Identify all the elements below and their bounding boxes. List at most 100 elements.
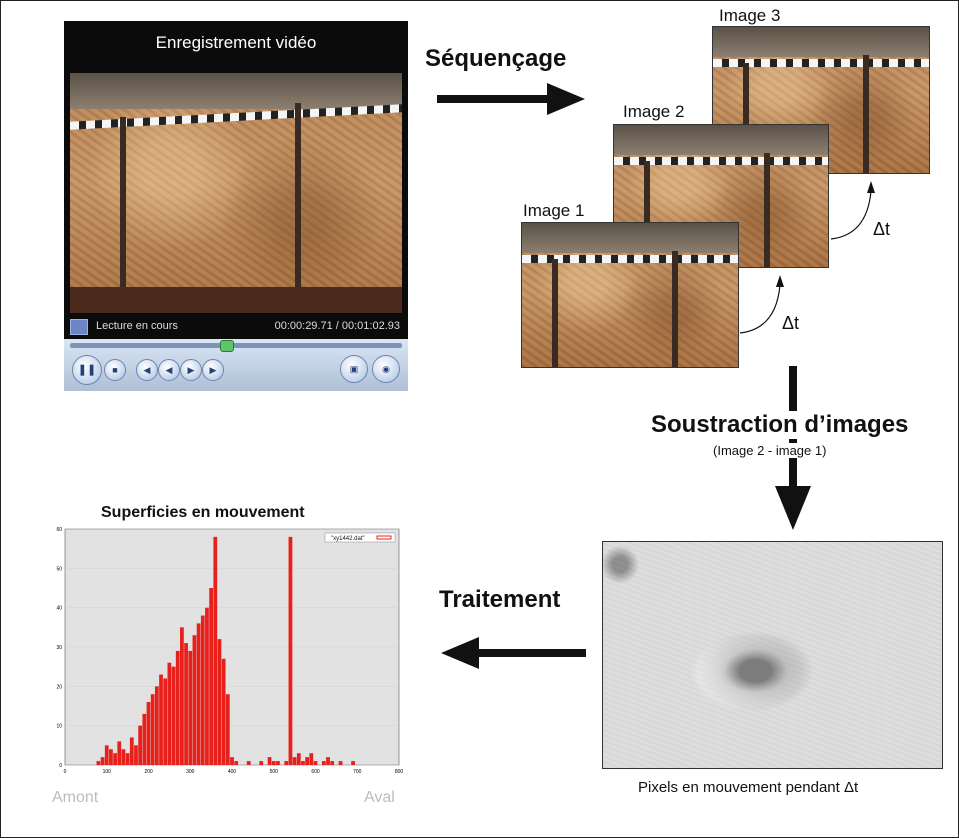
image2-label: Image 2 <box>623 102 685 121</box>
player-status-text: Lecture en cours <box>96 320 178 332</box>
histogram-bar <box>326 757 330 765</box>
soustraction-label: Soustraction d’images <box>651 411 909 439</box>
histogram-bar <box>267 757 272 765</box>
histogram-bar <box>96 761 101 765</box>
histogram-bar <box>205 607 209 765</box>
histogram-bar <box>309 753 314 765</box>
histogram-bar <box>276 761 280 765</box>
histogram-bar <box>288 536 293 765</box>
aval-label: Aval <box>364 789 395 806</box>
snapshot-button[interactable]: ◉ <box>372 355 400 383</box>
video-post <box>120 117 126 307</box>
frame-post <box>672 251 678 367</box>
histogram-bar <box>217 639 222 765</box>
y-tick-label: 50 <box>56 566 62 572</box>
histogram-bar <box>234 761 239 765</box>
player-status-bar: Lecture en cours 00:00:29.71 / 00:01:02.… <box>64 316 408 338</box>
fullscreen-button[interactable]: ▣ <box>340 355 368 383</box>
histogram-bar <box>146 702 151 765</box>
histogram-bar <box>134 745 138 765</box>
frame-top-band <box>614 125 828 155</box>
frame-ruler <box>522 255 738 263</box>
player-time: 00:00:29.71 / 00:01:02.93 <box>274 320 400 332</box>
histogram-bar <box>184 643 188 765</box>
histogram-bar <box>305 757 310 765</box>
seek-track[interactable] <box>70 343 402 348</box>
histogram-bar <box>338 761 343 765</box>
next-button[interactable]: ▶ <box>202 359 224 381</box>
histogram-bar <box>209 588 214 765</box>
fast-forward-button[interactable]: ▶ <box>180 359 202 381</box>
histogram-bar <box>180 627 184 765</box>
frame-post <box>552 259 558 367</box>
previous-button[interactable]: ◀ <box>136 359 158 381</box>
histogram-bar <box>154 686 159 765</box>
histogram-bar <box>221 658 226 765</box>
histogram-bar <box>230 757 234 765</box>
histogram-bar <box>330 761 335 765</box>
y-tick-label: 60 <box>56 527 62 533</box>
frame-top-band <box>713 27 929 57</box>
histogram-title: Superficies en mouvement <box>101 504 305 521</box>
delta-t-label-1: Δt <box>782 313 800 333</box>
frame-post <box>863 55 869 173</box>
x-tick-label: 200 <box>144 769 153 775</box>
left-arrow-icon <box>441 637 586 669</box>
pixels-caption: Pixels en mouvement pendant Δt <box>638 779 859 796</box>
y-tick-label: 0 <box>59 763 62 769</box>
video-frame[interactable] <box>70 73 402 313</box>
histogram-bar <box>150 694 155 765</box>
rewind-button[interactable]: ◀ <box>158 359 180 381</box>
histogram-bar <box>296 753 301 765</box>
seek-thumb[interactable] <box>220 340 234 352</box>
x-tick-label: 0 <box>64 769 67 775</box>
legend-label: "xy1442.dat" <box>331 536 365 542</box>
legend-box <box>324 532 396 543</box>
amont-label: Amont <box>52 789 99 806</box>
y-tick-label: 40 <box>56 606 62 612</box>
stop-button[interactable]: ■ <box>104 359 126 381</box>
histogram-bar <box>104 745 109 765</box>
delta-t-arrow-icon <box>739 275 784 334</box>
histogram-bar <box>259 761 264 765</box>
histogram-bar <box>129 737 134 765</box>
x-tick-label: 500 <box>270 769 279 775</box>
histogram-bar <box>351 761 355 765</box>
histogram-bar <box>246 761 251 765</box>
histogram-bar <box>121 749 126 765</box>
right-arrow-icon <box>437 83 585 115</box>
y-tick-label: 20 <box>56 684 62 690</box>
histogram-bar <box>200 615 205 765</box>
traitement-label: Traitement <box>439 586 561 613</box>
legend-swatch <box>376 535 392 540</box>
video-top-band <box>70 73 402 109</box>
x-tick-label: 100 <box>103 769 112 775</box>
soustraction-detail: (Image 2 - image 1) <box>713 443 827 458</box>
histogram-bar <box>109 749 113 765</box>
frame-post <box>644 161 650 267</box>
histogram-bar <box>225 694 230 765</box>
player-controls: ❚❚ ■ ◀ ◀ ▶ ▶ ▣ ◉ <box>64 339 408 391</box>
histogram-bar <box>113 753 117 765</box>
frame-ruler <box>614 157 828 165</box>
difference-image <box>602 541 943 769</box>
histogram-bar <box>321 761 326 765</box>
video-bottom-band <box>70 287 402 313</box>
image3-label: Image 3 <box>719 6 781 25</box>
histogram-bar <box>100 757 105 765</box>
histogram-bar <box>188 650 193 765</box>
histogram-bar <box>142 713 147 765</box>
x-tick-label: 800 <box>395 769 404 775</box>
histogram-bar <box>196 623 201 765</box>
y-tick-label: 30 <box>56 645 62 651</box>
frame-post <box>764 153 770 267</box>
pause-button[interactable]: ❚❚ <box>72 355 102 385</box>
histogram-bar <box>138 725 143 765</box>
x-tick-label: 600 <box>311 769 320 775</box>
histogram-bar <box>292 757 297 765</box>
player-title: Enregistrement vidéo <box>155 33 317 52</box>
histogram-bar <box>163 678 168 765</box>
video-icon <box>70 319 88 335</box>
